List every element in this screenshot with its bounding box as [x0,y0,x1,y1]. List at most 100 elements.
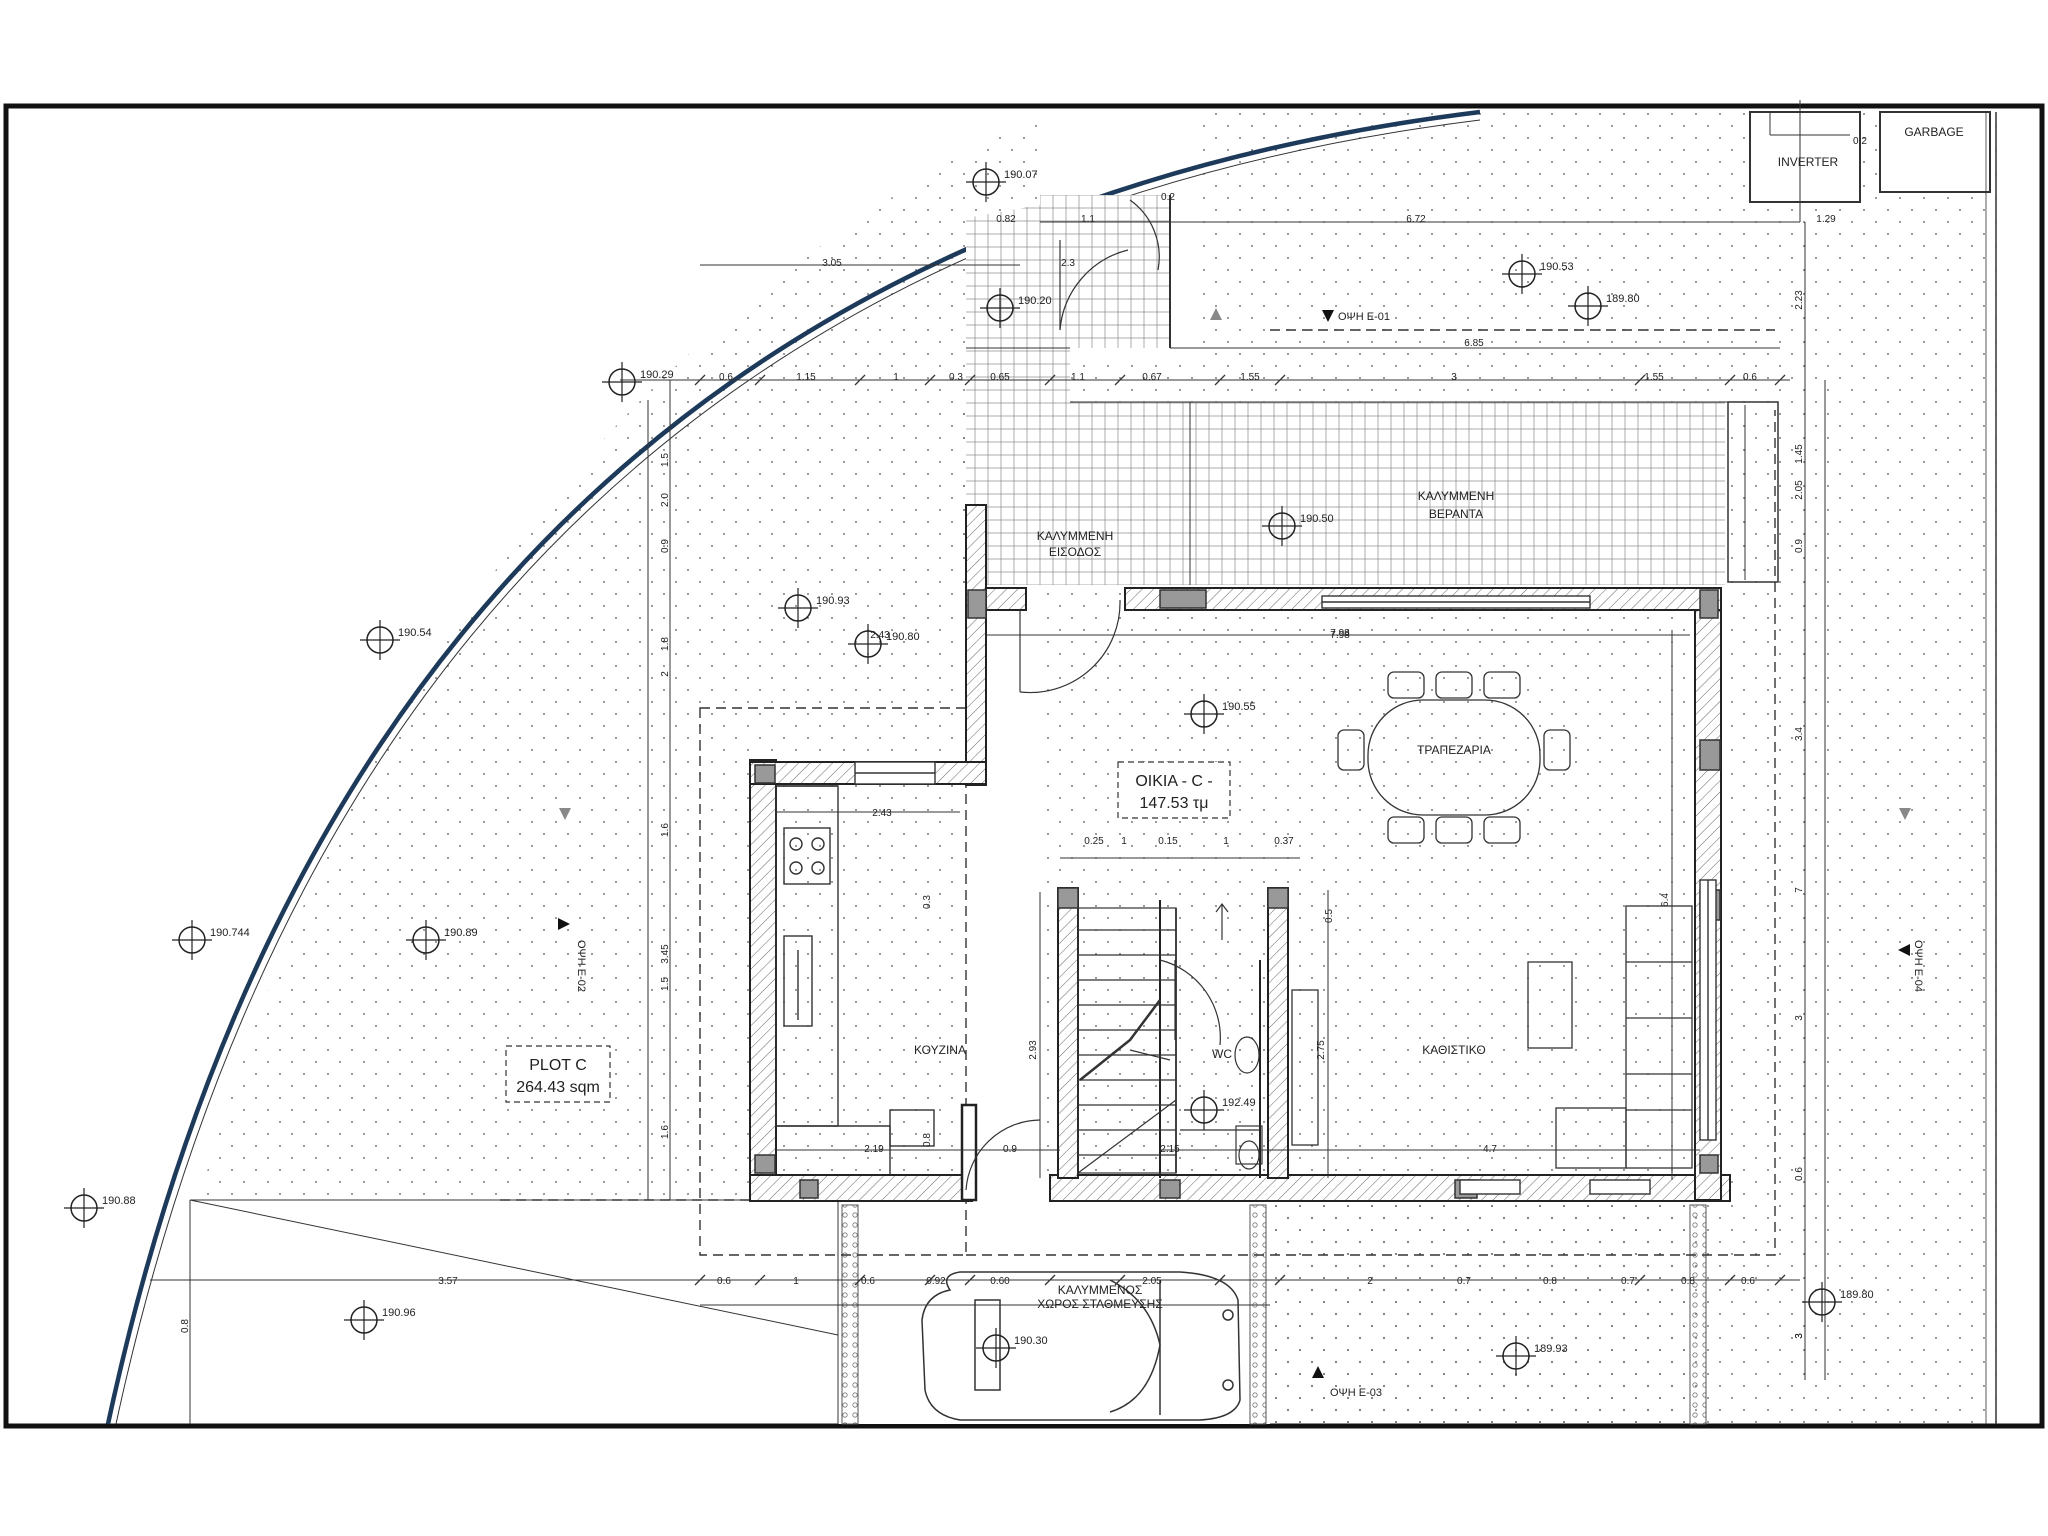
level-marker: 189.80 [1568,286,1640,326]
level-value: 190.29 [640,369,674,381]
dimension-value: 3 [1451,372,1457,383]
plot-name: PLOT C [529,1057,587,1074]
kitchen-fixtures [775,785,935,1175]
dimension-value: 3 [1794,1333,1805,1339]
view-e03-label: ΟΨΗ Ε-03 [1330,1387,1382,1399]
level-value: 190.96 [382,1307,416,1319]
plot-area-box: PLOT C 264.43 sqm [505,1045,611,1103]
dimension-value: 1.45 [1794,444,1805,464]
dimension-tick [1274,1274,1286,1286]
plot-boundary-arc [105,109,1481,1425]
utility-area [1749,111,1997,1424]
dimension-value: 2.43 [870,630,890,641]
dimension-value: 2 [1367,1276,1373,1287]
level-marker: 190.54 [360,620,432,660]
dimension-value: 1.8 [660,637,671,651]
dimension-value: 1 [1121,836,1127,847]
level-marker: 190.50 [1262,506,1334,546]
dimension-value: 0.9 [1003,1144,1017,1155]
dimension-value: 0.3 [949,372,963,383]
living-furniture [1291,905,1693,1169]
level-markers: 190.07 190.20 190.53 189.80 190.29 190.50 190.… [64,162,1874,1376]
view-labels: ΟΨΗ Ε-01 ΟΨΗ Ε-03 ΟΨΗ Ε-02 ΟΨΗ Ε-04 [575,311,1924,1399]
dimension-tick [1634,1274,1646,1286]
dimension-tick [1724,374,1736,386]
level-value: 190.30 [1014,1335,1048,1347]
dimension-value: 3 [1794,1015,1805,1021]
dimension-value: 2.93 [1028,1040,1039,1060]
veranda-label-1: ΚΑΛΥΜΜΕΝΗ [1418,489,1494,503]
dimension-value: 1.6 [660,1125,671,1139]
windows [854,595,1717,1195]
wc-label: WC [1212,1047,1232,1061]
level-marker: 192.49 [1184,1090,1256,1130]
dimension-value: 0.8 [1681,1276,1695,1287]
dimension-value: 1.1 [1081,214,1095,225]
dimension-value: 0.67 [1142,372,1162,383]
dimension-tick [1774,1274,1786,1286]
dimension-value: 0.6 [1743,372,1757,383]
dimension-value: 1.55 [1240,372,1260,383]
dimension-value: 6.85 [1464,338,1484,349]
dimension-value: 2.05 [1794,480,1805,500]
level-marker: 190.07 [966,162,1038,202]
dimension-value: 1.15 [796,372,816,383]
level-marker: 189.80 [1802,1282,1874,1322]
dimension-value: 2.3 [1061,258,1075,269]
car-icon [921,1271,1241,1421]
level-value: 190.20 [1018,295,1052,307]
dashed-outlines [500,329,1776,1256]
dimension-value: 0.8 [1543,1276,1557,1287]
dimension-tick [854,1274,866,1286]
doors [965,199,1221,1191]
dimension-value: 0.2 [1853,136,1867,147]
view-e02-label: ΟΨΗ Ε-02 [575,940,587,992]
dimension-value: 1.29 [1816,214,1836,225]
dimension-value: 1 [1223,836,1229,847]
living-label: ΚΑΘΙΣΤΙΚΟ [1422,1043,1485,1057]
level-value: 189.80 [1840,1289,1874,1301]
dimension-tick [1774,374,1786,386]
level-value: 190.55 [1222,701,1256,713]
level-marker: 190.744 [172,920,250,960]
dimension-tick [964,1274,976,1286]
dimension-value: 0.6 [1741,1276,1755,1287]
level-value: 190.93 [816,595,850,607]
level-value: 190.88 [102,1195,136,1207]
dimension-value: 0.25 [1084,836,1104,847]
dimension-value: 6.4 [1660,893,1671,907]
dimension-value: 2.19 [864,1144,884,1155]
dimension-value: 0.82 [996,214,1016,225]
dimension-value: 0.15 [1158,836,1178,847]
dimension-tick [854,374,866,386]
dimension-tick [1214,1274,1226,1286]
garbage-label: GARBAGE [1904,125,1963,139]
dimension-value: 0.37 [1274,836,1294,847]
parking-label-2: ΧΩΡΟΣ ΣΤΑΘΜΕΥΣΗΣ [1037,1297,1163,1311]
view-e04-label: ΟΨΗ Ε-04 [1912,940,1924,992]
dimension-value: 0.8 [180,1319,191,1333]
dimension-tick [1044,1274,1056,1286]
view-e01-label: ΟΨΗ Ε-01 [1338,311,1390,323]
dimension-value: 2.23 [1794,290,1805,310]
dimension-value: 2.05 [1142,1276,1162,1287]
dimension-tick [924,374,936,386]
level-value: 190.54 [398,627,432,639]
dimension-value: 0.6 [719,372,733,383]
dimension-value: 0.9 [660,539,671,553]
level-value: 190.53 [1540,261,1574,273]
dimension-value: 7.98 [1330,628,1350,639]
dimension-value: 2 [660,671,671,677]
veranda-label-2: ΒΕΡΑΝΤΑ [1429,507,1483,521]
dimension-value: 1 [793,1276,799,1287]
dimension-value: 2.43 [872,808,892,819]
dimension-tick [1044,374,1056,386]
level-marker: 190.89 [406,920,478,960]
entrance-label-2: ΕΙΣΟΔΟΣ [1049,545,1101,559]
dimension-value: 0.3 [922,895,933,909]
house-area: 147.53 τμ [1140,795,1209,812]
dining-table-icon [1337,671,1571,844]
level-value: 190.744 [210,927,250,939]
dimension-tick [754,374,766,386]
dimension-tick [924,1274,936,1286]
